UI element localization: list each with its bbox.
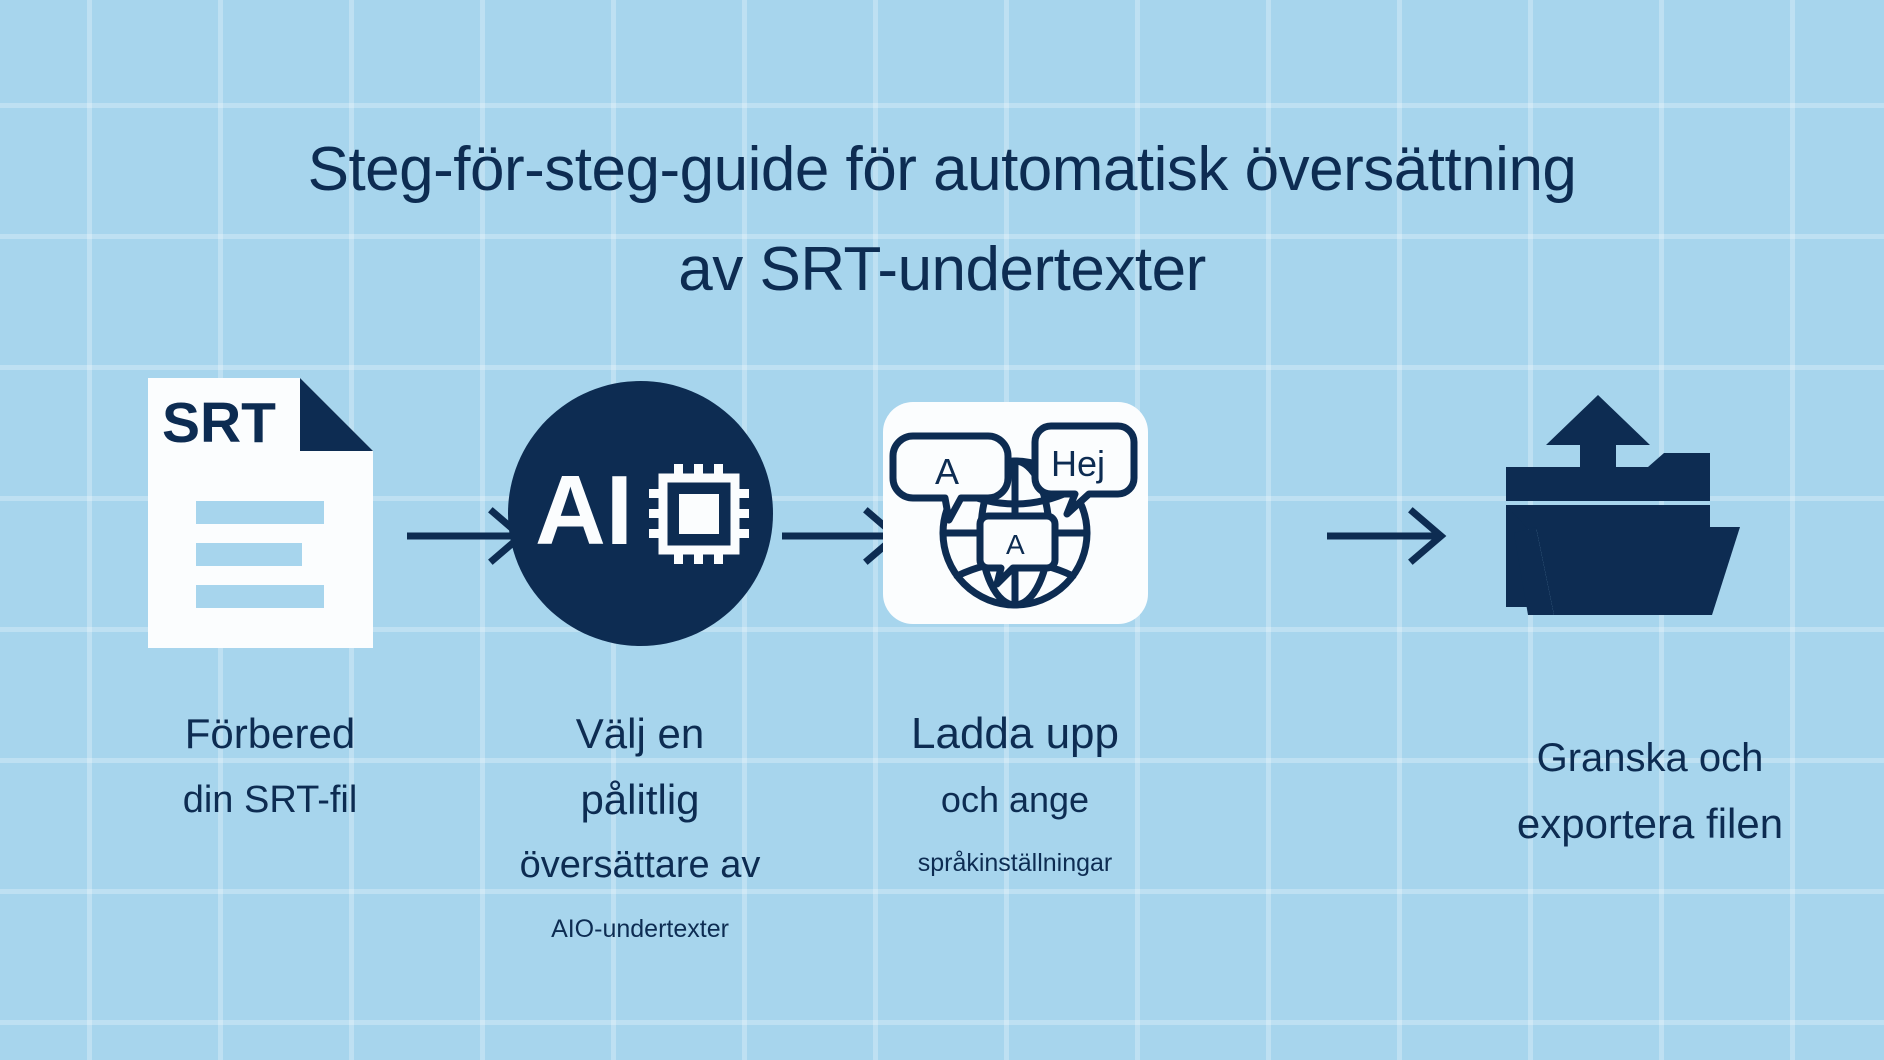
speech-bubble-right: Hej [1031, 422, 1137, 518]
step-1-caption-line-2: din SRT-fil [182, 779, 358, 821]
bubble-right-label: Hej [1051, 443, 1105, 484]
folder-tab [1505, 453, 1710, 501]
export-folder-upload-icon [1505, 395, 1740, 615]
step-4-caption-line-2: exportera filen [1516, 800, 1784, 847]
step-3-caption-line-3: språkinställningar [917, 849, 1113, 877]
step-1-caption: Förbered din SRT-fil [60, 700, 480, 833]
step-4-caption: Granska och exportera filen [1420, 725, 1880, 857]
ai-chip-circle-icon: AI [507, 380, 773, 646]
step-4-icon [1480, 378, 1760, 648]
title-line-2: av SRT-undertexter [678, 235, 1206, 304]
step-2-caption-line-3: översättare av [519, 844, 761, 886]
page-title: Steg-för-steg-guide för automatisk övers… [0, 120, 1884, 320]
step-4-caption-line-1: Granska och [1536, 736, 1764, 780]
arrow-step3-to-step4 [1327, 507, 1447, 565]
speech-bubble-left: A [889, 432, 1011, 524]
step-2-caption: Välj en pålitlig översättare av AIO-unde… [440, 700, 840, 961]
step-2-caption-line-1: Välj en [575, 710, 705, 757]
doc-text-line [195, 543, 302, 566]
step-3-caption-line-1: Ladda upp [911, 709, 1119, 758]
bubble-center-label: A [1006, 529, 1025, 560]
doc-text-line [195, 585, 324, 608]
folder-front-edge [1513, 527, 1554, 615]
step-1-icon: SRT [120, 378, 400, 648]
folder-front [1535, 527, 1740, 615]
step-1-caption-line-1: Förbered [184, 710, 356, 757]
globe-translate-icon: A Hej A [882, 402, 1148, 624]
step-2-caption-line-2: pålitlig [580, 776, 700, 823]
ai-label: AI [535, 455, 633, 565]
bubble-left-label: A [935, 451, 959, 492]
speech-bubble-center: A [976, 512, 1058, 588]
chip-icon [648, 463, 749, 564]
step-3-caption-line-2: och ange [940, 779, 1090, 820]
folder-band [1505, 505, 1710, 529]
srt-document-icon: SRT [147, 378, 373, 648]
step-3-caption: Ladda upp och ange språkinställningar [845, 700, 1185, 894]
title-line-1: Steg-för-steg-guide för automatisk övers… [307, 135, 1577, 204]
srt-label: SRT [162, 391, 276, 455]
doc-text-line [195, 501, 324, 524]
step-2-icon: AI [500, 378, 780, 648]
process-flow-row: SRT AI [0, 378, 1884, 668]
step-3-icon: A Hej A [875, 378, 1155, 648]
step-2-caption-line-4: AIO-undertexter [551, 915, 729, 943]
